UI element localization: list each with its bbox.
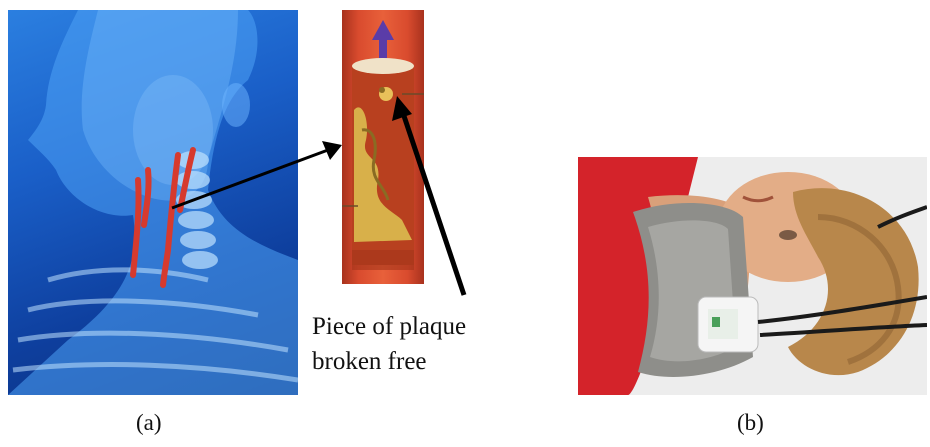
annotation-text-line1: Piece of plaque (312, 309, 466, 345)
photo-illustration (578, 157, 927, 395)
panel-label-b: (b) (737, 410, 764, 436)
annotation-text-line2: broken free (312, 344, 427, 380)
panel-label-a: (a) (136, 410, 162, 436)
patient-neck-device-photo (578, 157, 927, 395)
flow-direction-arrow-icon (372, 20, 394, 58)
anatomy-illustration (8, 10, 298, 395)
artery-cross-section-image (342, 10, 424, 284)
artery-illustration (342, 10, 424, 284)
anatomy-image (8, 10, 298, 395)
